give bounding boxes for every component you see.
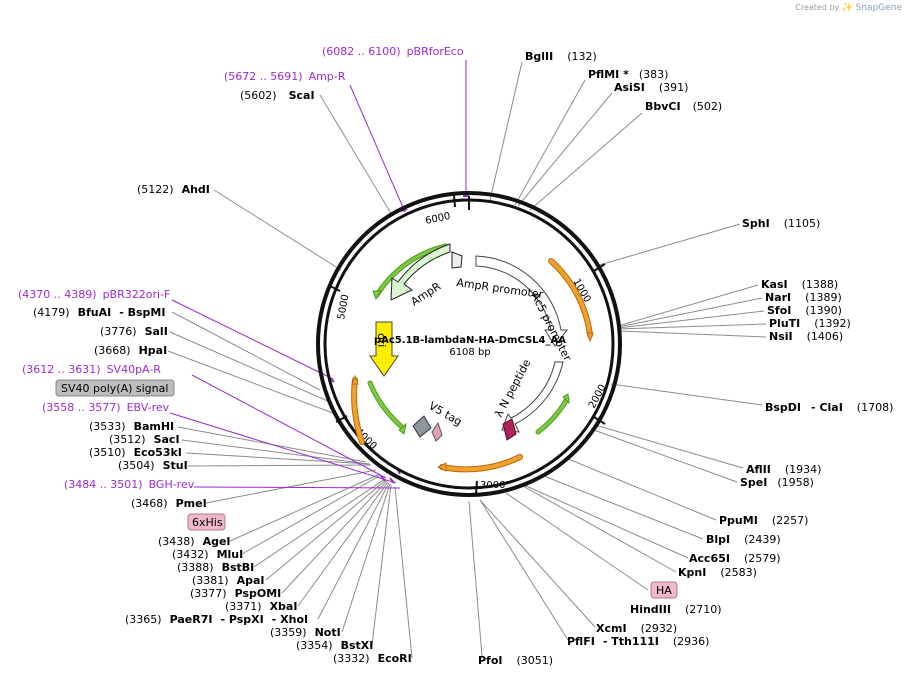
- ori-label: ori: [375, 333, 388, 347]
- primer-ebv-rev: (3558 .. 3577)EBV-rev: [42, 401, 170, 414]
- plasmid-name: pAc5.1B-lambdaN-HA-DmCSL4_AA: [374, 335, 566, 346]
- site-hindiii: HindIII(2710): [630, 603, 722, 616]
- ampr-promoter-arrow: [451, 251, 463, 269]
- primer-sv40pa-r: (3612 .. 3631)SV40pA-R: [22, 363, 161, 376]
- site-noti: (3359)NotI: [270, 626, 341, 639]
- site-stui: (3504)StuI: [118, 459, 188, 472]
- v5-tag-block: [412, 415, 432, 438]
- site-bamhi: (3533)BamHI: [89, 420, 174, 433]
- site-bspdi-clai: BspDI- ClaI(1708): [765, 401, 893, 414]
- site-agei: (3438)AgeI: [158, 535, 231, 548]
- site-eco53ki: (3510)Eco53kI: [89, 446, 182, 459]
- site-mlui: (3432)MluI: [172, 548, 243, 561]
- site-acc65i: Acc65I(2579): [689, 552, 781, 565]
- site-ahdi: (5122)AhdI: [137, 183, 210, 196]
- snapgene-credit: Created by ✨ SnapGene: [795, 3, 902, 13]
- primer-pbrforeco: (6082 .. 6100)pBRforEco: [322, 45, 464, 58]
- green-arcs: [368, 244, 569, 434]
- his-tag-block: [431, 421, 443, 442]
- credit-prefix: Created by: [795, 3, 840, 12]
- site-ecori: (3332)EcoRI: [333, 652, 412, 665]
- v5-tag-label: V5 tag: [427, 399, 465, 428]
- credit-brand: SnapGene: [855, 3, 902, 13]
- tick-5000: 5000: [336, 294, 351, 321]
- site-bstbi: (3388)BstBI: [177, 561, 254, 574]
- site-pluti: PluTI(1392): [769, 317, 851, 330]
- site-saci: (3512)SacI: [109, 433, 180, 446]
- primer-labels: (6082 .. 6100)pBRforEco (5672 .. 5691)Am…: [18, 45, 464, 491]
- site-paer7i-pspxi-xhoi: (3365)PaeR7I- PspXI- XhoI: [125, 613, 308, 626]
- primer-pbr322ori-f: (4370 .. 4389)pBR322ori-F: [18, 288, 170, 301]
- site-xbai: (3371)XbaI: [225, 600, 297, 613]
- site-blpi: BlpI(2439): [706, 533, 781, 546]
- ac5-promoter-feature: [475, 255, 568, 347]
- site-sali: (3776)SalI: [100, 325, 168, 338]
- site-pfoi: PfoI(3051): [478, 654, 553, 667]
- site-nari: NarI(1389): [765, 291, 842, 304]
- site-lines: [167, 61, 767, 659]
- sites-left: (5602)ScaI (5122)AhdI (4179)BfuAI- BspMI…: [33, 89, 412, 665]
- plasmid-length: 6108 bp: [449, 347, 490, 358]
- site-asisi: AsiSI(391): [614, 81, 688, 94]
- site-pflfi-tth111i: PflFI- Tth111I(2936): [567, 635, 709, 648]
- site-kpni: KpnI(2583): [678, 566, 757, 579]
- site-ppumi: PpuMI(2257): [719, 514, 808, 527]
- site-bbvci: BbvCI(502): [645, 100, 722, 113]
- tick-3000: 3000: [480, 480, 505, 491]
- site-nsii: NsiI(1406): [769, 330, 843, 343]
- green-arrowheads: [372, 290, 570, 435]
- ori-feature: [369, 321, 399, 377]
- ampr-feature: [390, 243, 451, 301]
- 6xhis-label: 6xHis: [192, 516, 223, 529]
- site-bfuai-bspmi: (4179)BfuAI- BspMI: [33, 306, 165, 319]
- site-bglii: BglII(132): [525, 50, 597, 63]
- tick-marks: [329, 194, 606, 495]
- sv40-box: [55, 379, 175, 397]
- primer-bgh-rev: (3484 .. 3501)BGH-rev: [64, 478, 195, 491]
- sites-right: BglII(132) PflMI *(383) AsiSI(391) BbvCI…: [478, 50, 893, 667]
- site-kasi: KasI(1388): [761, 278, 838, 291]
- ha-box: [650, 581, 678, 599]
- site-scai: (5602)ScaI: [240, 89, 315, 102]
- primer-amp-r: (5672 .. 5691)Amp-R: [224, 70, 346, 83]
- ha-label: HA: [656, 584, 672, 597]
- lambda-n-peptide: [502, 418, 517, 441]
- site-xcmi: XcmI(2932): [596, 622, 677, 635]
- snapgene-logo: ✨: [841, 3, 854, 13]
- site-bstxi: (3354)BstXI: [296, 639, 373, 652]
- sv40-label: SV40 poly(A) signal: [61, 382, 168, 395]
- site-hpai: (3668)HpaI: [94, 344, 167, 357]
- tick-6000: 6000: [424, 211, 451, 227]
- 6xhis-box: [187, 513, 226, 531]
- boxed-labels: SV40 poly(A) signal 6xHis HA: [55, 379, 678, 599]
- site-spei: SpeI(1958): [740, 476, 814, 489]
- primer-lines: [169, 60, 467, 489]
- orf-arrowheads: [351, 332, 594, 472]
- ampr-label: AmpR: [409, 280, 444, 309]
- site-pmei: (3468)PmeI: [131, 497, 207, 510]
- site-aflii: AflII(1934): [746, 463, 821, 476]
- site-pflmi: PflMI *(383): [588, 68, 668, 81]
- site-apai: (3381)ApaI: [192, 574, 264, 587]
- site-sphi: SphI(1105): [742, 217, 820, 230]
- site-pspomi: (3377)PspOMI: [190, 587, 281, 600]
- orf-arcs: [352, 259, 592, 472]
- site-sfoi: SfoI(1390): [767, 304, 842, 317]
